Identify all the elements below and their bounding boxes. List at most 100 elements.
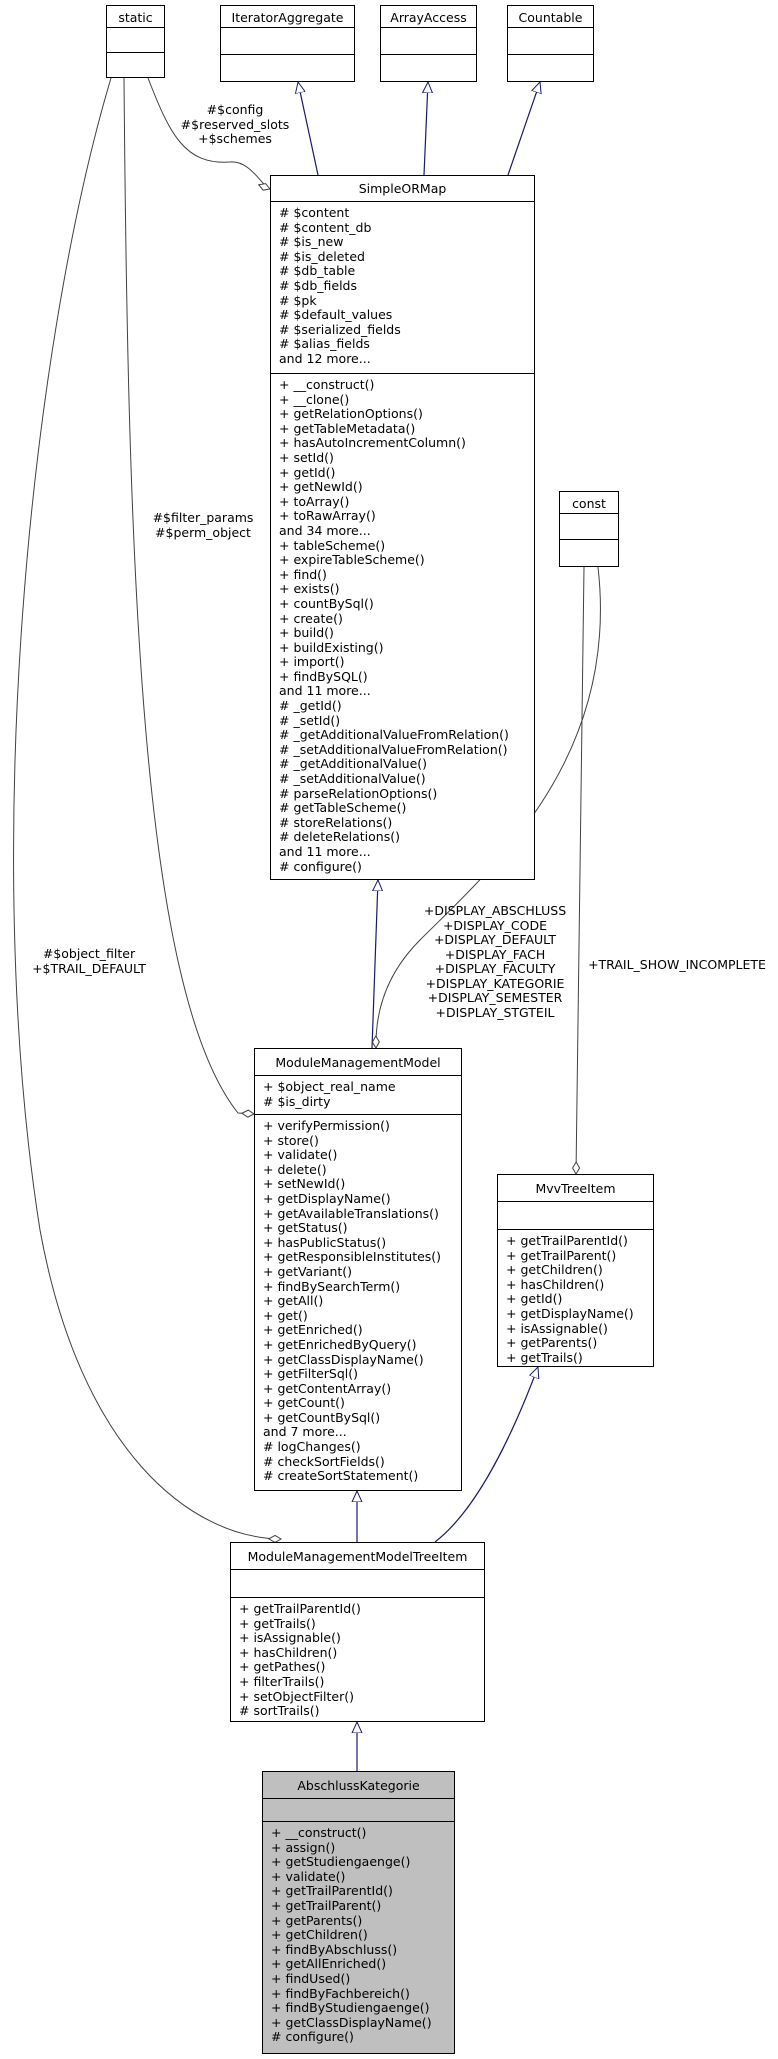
edge-label-line: +DISPLAY_CODE bbox=[442, 917, 548, 933]
method: + verifyPermission() bbox=[263, 1118, 390, 1133]
method: # _getAdditionalValueFromRelation() bbox=[279, 727, 509, 743]
method: + findByAbschluss() bbox=[271, 1941, 398, 1957]
class-arrayaccess[interactable]: ArrayAccess bbox=[380, 5, 477, 82]
method: + getParents() bbox=[506, 1335, 598, 1351]
class-name: const bbox=[560, 492, 618, 514]
edge-static-mmti bbox=[13, 77, 281, 1539]
methods-section bbox=[381, 55, 476, 82]
method: + getRelationOptions() bbox=[279, 406, 423, 422]
method: + assign() bbox=[271, 1839, 336, 1855]
attributes-section bbox=[231, 1570, 484, 1598]
method: and 11 more... bbox=[279, 683, 371, 699]
class-iteratoraggregate[interactable]: IteratorAggregate bbox=[220, 5, 355, 82]
class-name: ModuleManagementModel bbox=[255, 1049, 461, 1076]
method: + exists() bbox=[279, 581, 340, 597]
edge-label-line: +DISPLAY_ABSCHLUSS bbox=[423, 903, 567, 918]
methods-section: + getTrailParentId() + getTrails() + isA… bbox=[231, 1598, 484, 1723]
methods-section bbox=[107, 53, 164, 78]
method: + getStudiengaenge() bbox=[271, 1854, 411, 1870]
method: and 11 more... bbox=[279, 844, 371, 859]
method: # configure() bbox=[271, 2029, 354, 2045]
method: + getId() bbox=[506, 1291, 563, 1307]
method: + hasChildren() bbox=[506, 1276, 605, 1292]
method: + toRawArray() bbox=[279, 508, 376, 524]
edge-const-mvv bbox=[576, 566, 585, 1174]
attribute: # $is_dirty bbox=[263, 1093, 331, 1109]
method: + getStatus() bbox=[263, 1220, 348, 1236]
method: + findUsed() bbox=[271, 1970, 351, 1986]
attribute: # $is_deleted bbox=[279, 248, 365, 264]
method: + findByStudiengaenge() bbox=[271, 2000, 430, 2016]
methods-section bbox=[508, 55, 593, 82]
class-static[interactable]: static bbox=[106, 5, 165, 78]
edge-label-line: #$reserved_slots bbox=[180, 116, 290, 132]
edge-label-static-mmm: #$filter_params #$perm_object bbox=[148, 510, 258, 540]
attributes-section bbox=[508, 28, 593, 55]
attributes-section bbox=[263, 1799, 454, 1822]
edge-label-line: +DISPLAY_SEMESTER bbox=[427, 990, 563, 1005]
method: + getTrailParentId() bbox=[239, 1601, 361, 1616]
edge-sorm-iterator bbox=[298, 82, 319, 176]
method: + validate() bbox=[263, 1147, 338, 1163]
method: + getFilterSql() bbox=[263, 1366, 359, 1382]
attribute: # $serialized_fields bbox=[279, 321, 401, 337]
method: # _getAdditionalValue() bbox=[279, 756, 428, 772]
method: + getAvailableTranslations() bbox=[263, 1205, 439, 1221]
method: + getResponsibleInstitutes() bbox=[263, 1249, 442, 1265]
method: and 34 more... bbox=[279, 522, 371, 538]
edge-label-line: +$TRAIL_DEFAULT bbox=[32, 960, 146, 976]
method: # _getId() bbox=[279, 698, 342, 714]
method: + getTrailParentId() bbox=[271, 1883, 393, 1899]
method: # checkSortFields() bbox=[263, 1453, 385, 1469]
class-abschlusskategorie[interactable]: AbschlussKategorie + __construct() + ass… bbox=[262, 1771, 455, 2054]
class-name: AbschlussKategorie bbox=[263, 1772, 454, 1799]
method: + findBySQL() bbox=[279, 668, 368, 684]
edge-label-static-mmti: #$object_filter +$TRAIL_DEFAULT bbox=[24, 946, 154, 976]
class-const[interactable]: const bbox=[559, 491, 619, 567]
methods-section: + __construct() + __clone() + getRelatio… bbox=[271, 374, 534, 878]
method: # storeRelations() bbox=[279, 814, 393, 830]
method: + isAssignable() bbox=[506, 1320, 608, 1336]
method: + get() bbox=[263, 1307, 308, 1323]
method: + build() bbox=[279, 625, 334, 641]
edge-mmti-mvv bbox=[434, 1367, 538, 1543]
edge-label-line: +TRAIL_SHOW_INCOMPLETE bbox=[588, 957, 766, 972]
class-name: SimpleORMap bbox=[271, 176, 534, 202]
method: + find() bbox=[279, 566, 327, 582]
attributes-section bbox=[381, 28, 476, 55]
edge-sorm-arrayaccess bbox=[424, 82, 428, 176]
attribute: # $alias_fields bbox=[279, 336, 370, 352]
method: + getPathes() bbox=[239, 1659, 326, 1675]
method: + setId() bbox=[279, 449, 334, 465]
class-simpleormap[interactable]: SimpleORMap # $content # $content_db # $… bbox=[270, 175, 535, 880]
method: + expireTableScheme() bbox=[279, 552, 425, 568]
method: + buildExisting() bbox=[279, 639, 384, 655]
attributes-section: # $content # $content_db # $is_new # $is… bbox=[271, 202, 534, 374]
attributes-section bbox=[498, 1202, 653, 1230]
method: + getTrailParent() bbox=[271, 1897, 382, 1913]
class-mvvtreeitem[interactable]: MvvTreeItem + getTrailParentId() + getTr… bbox=[497, 1174, 654, 1367]
method: + getTrailParent() bbox=[506, 1247, 617, 1263]
methods-section: + getTrailParentId() + getTrailParent() … bbox=[498, 1230, 653, 1369]
method: + getEnriched() bbox=[263, 1322, 363, 1338]
method: + getEnrichedByQuery() bbox=[263, 1336, 417, 1352]
method: + filterTrails() bbox=[239, 1673, 325, 1689]
class-modulemanagementmodel[interactable]: ModuleManagementModel + $object_real_nam… bbox=[254, 1048, 462, 1491]
method: + isAssignable() bbox=[239, 1630, 341, 1646]
class-name: ArrayAccess bbox=[381, 6, 476, 28]
edge-sorm-countable bbox=[507, 82, 540, 176]
method: + getClassDisplayName() bbox=[263, 1351, 424, 1367]
method: + hasAutoIncrementColumn() bbox=[279, 435, 466, 451]
method: # _setId() bbox=[279, 712, 341, 728]
class-countable[interactable]: Countable bbox=[507, 5, 594, 82]
method: + findByFachbereich() bbox=[271, 1985, 410, 2001]
method: # parseRelationOptions() bbox=[279, 785, 438, 801]
method: # getTableScheme() bbox=[279, 800, 407, 816]
method: + getCountBySql() bbox=[263, 1409, 381, 1425]
method: + tableScheme() bbox=[279, 537, 386, 553]
method: + getDisplayName() bbox=[506, 1305, 634, 1321]
class-modulemanagementmodeltreeitem[interactable]: ModuleManagementModelTreeItem + getTrail… bbox=[230, 1542, 485, 1722]
attribute: + $object_real_name bbox=[263, 1079, 396, 1094]
method: # deleteRelations() bbox=[279, 829, 400, 845]
